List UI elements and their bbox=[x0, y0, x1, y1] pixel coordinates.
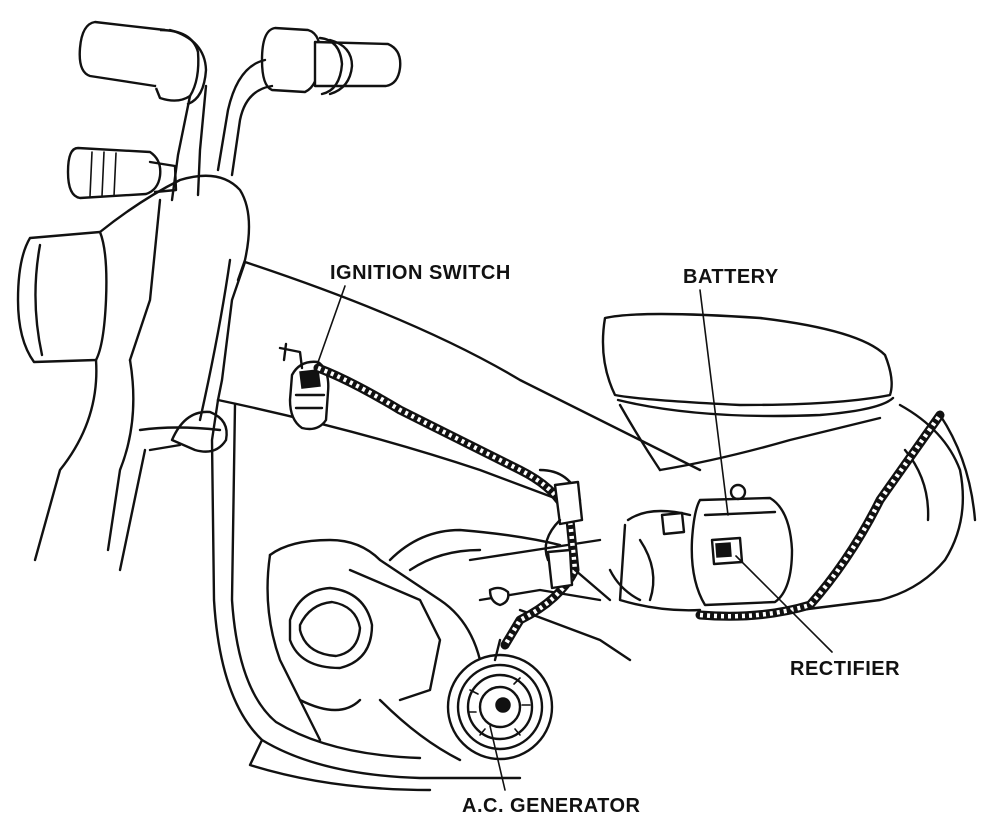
leader-battery bbox=[699, 289, 729, 516]
handlebar bbox=[216, 58, 267, 172]
rear-fender bbox=[798, 403, 965, 612]
battery-and-rectifier bbox=[608, 483, 794, 612]
leader-ac-generator bbox=[489, 725, 506, 791]
clutch-lever bbox=[66, 146, 178, 200]
label-ac-generator: A.C. GENERATOR bbox=[462, 795, 641, 817]
leader-lines bbox=[315, 285, 833, 791]
wiring-harness bbox=[313, 363, 945, 662]
headlight-and-fork bbox=[16, 174, 251, 572]
ignition-switch bbox=[278, 342, 330, 431]
label-rectifier: RECTIFIER bbox=[790, 658, 901, 680]
ac-generator bbox=[446, 653, 554, 761]
seat bbox=[601, 312, 895, 472]
leader-rectifier bbox=[735, 555, 833, 653]
label-battery: BATTERY bbox=[683, 266, 779, 288]
leader-ignition-switch bbox=[315, 285, 346, 369]
label-ignition-switch: IGNITION SWITCH bbox=[330, 262, 511, 284]
engine bbox=[266, 528, 632, 762]
right-handlebar-grip bbox=[260, 26, 402, 96]
frame-body bbox=[210, 260, 702, 792]
left-handlebar-grip bbox=[78, 20, 208, 106]
